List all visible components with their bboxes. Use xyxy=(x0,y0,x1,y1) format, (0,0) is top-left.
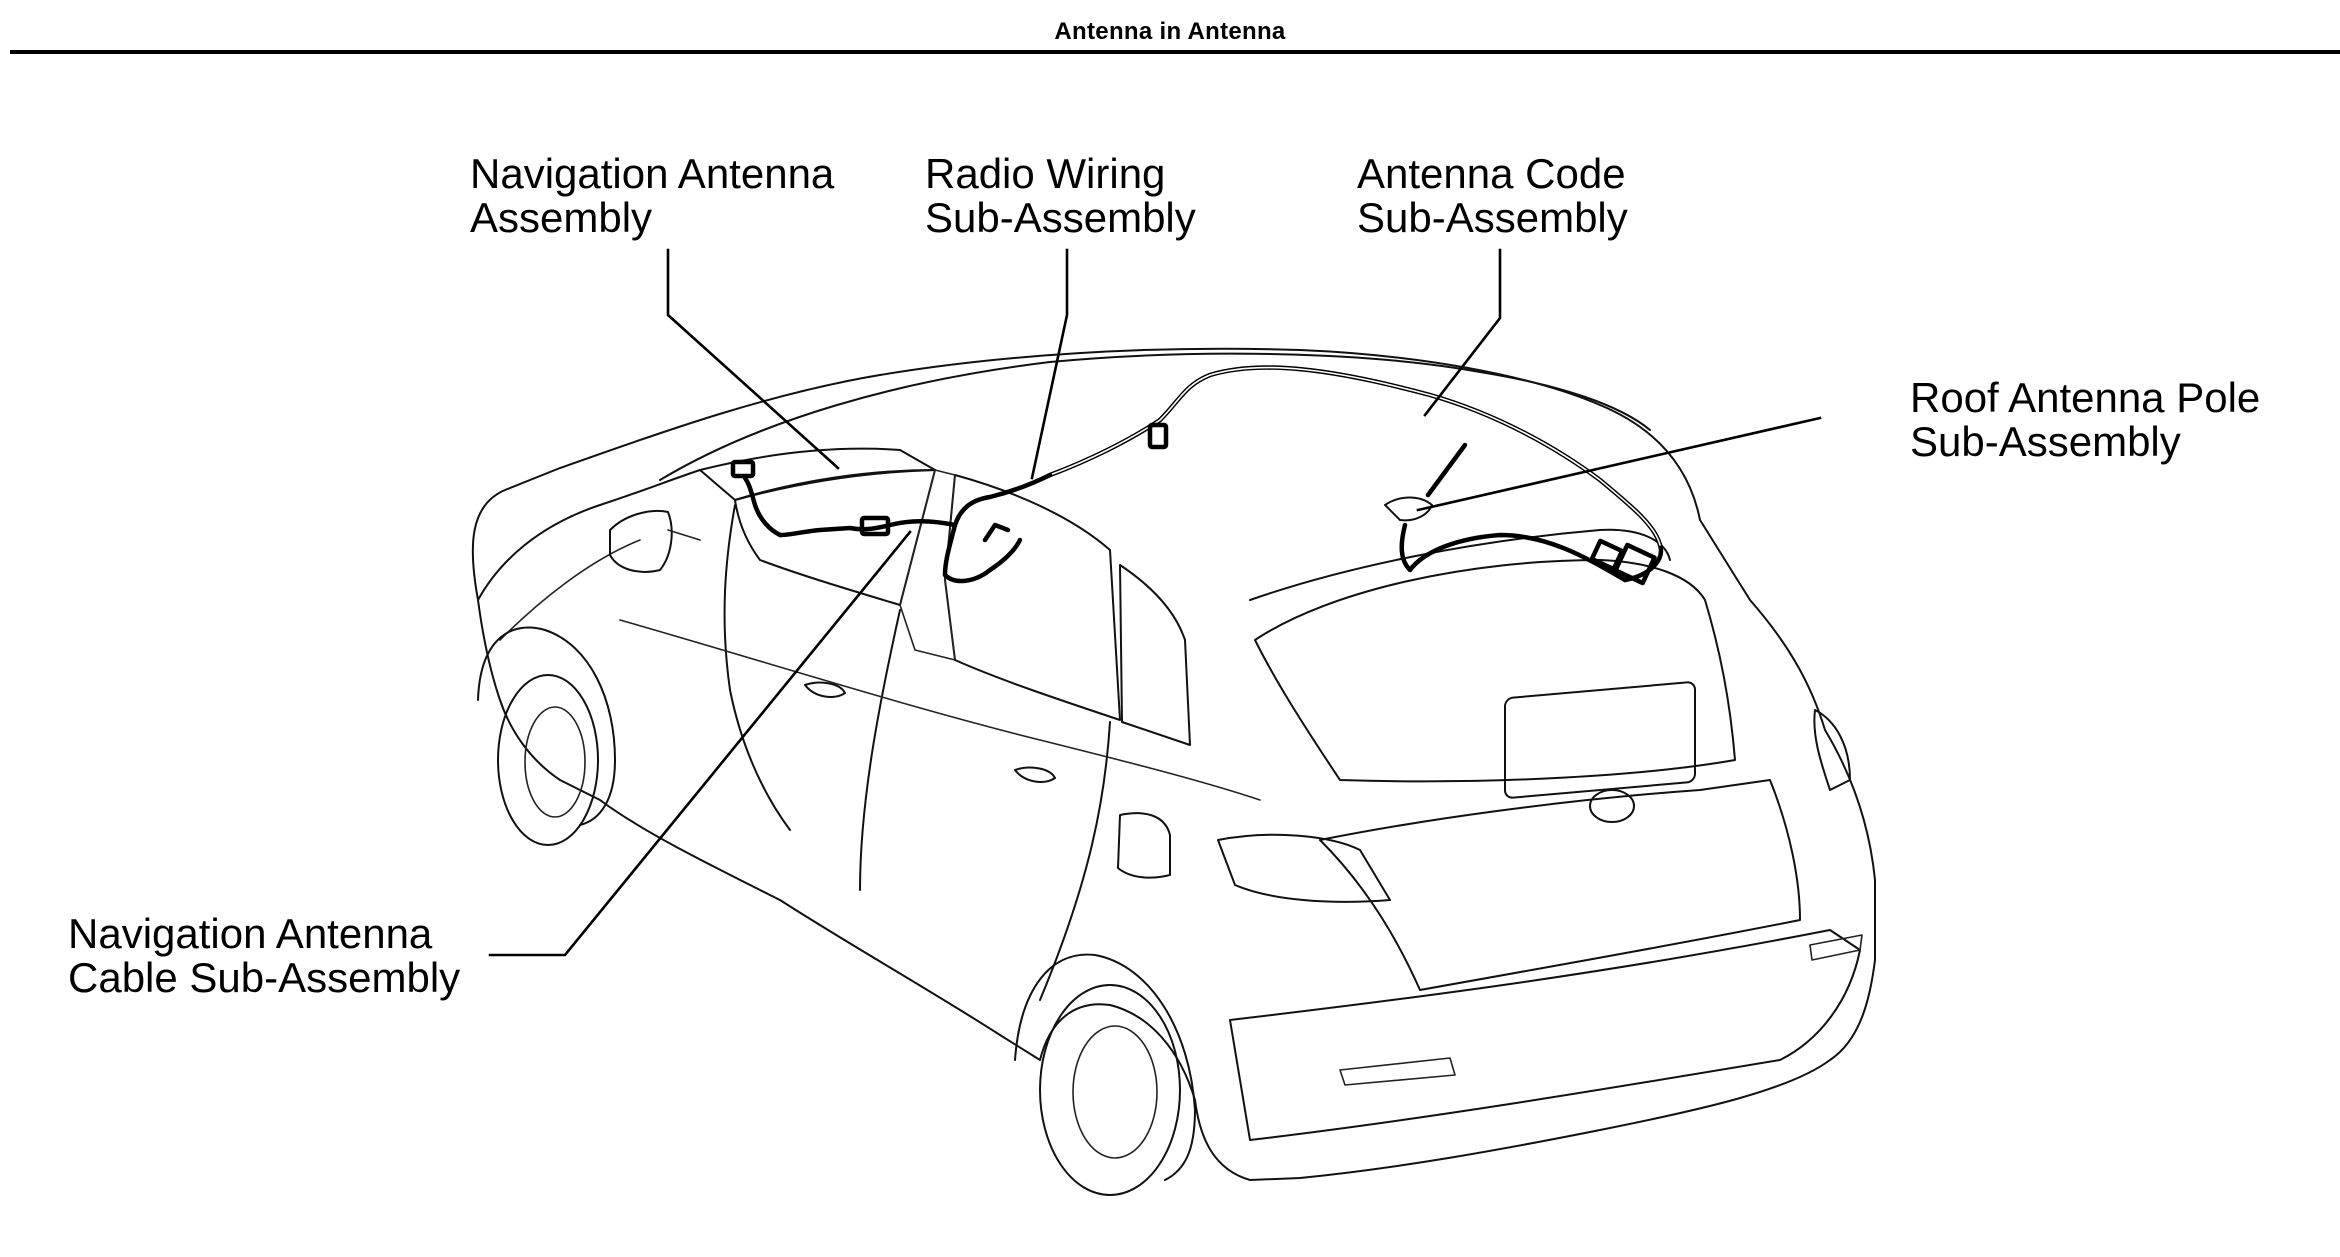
car-side-mirror xyxy=(609,509,673,573)
car-front-side-window xyxy=(734,469,936,606)
navigation-cable-connector xyxy=(859,515,891,537)
navigation-antenna-lead xyxy=(742,475,783,538)
car-body-outline xyxy=(471,347,1876,1181)
car-front-wheel xyxy=(497,674,599,846)
car-rear-emblem xyxy=(1589,789,1635,823)
car-front-wheel-arch xyxy=(477,626,616,826)
car-tail-light-right xyxy=(1813,709,1851,791)
car-rear-bumper xyxy=(1229,929,1861,1141)
car-tail-light-left xyxy=(1217,833,1391,903)
callout-radio-wiring-sub-assembly: Radio Wiring Sub-Assembly xyxy=(925,150,1196,241)
car-rear-reflector-right xyxy=(1809,934,1863,961)
antenna-pole-mast xyxy=(1425,442,1468,498)
navigation-antenna-cable xyxy=(777,519,958,538)
car-front-door-handle xyxy=(804,681,846,698)
car-rear-wheel-rim xyxy=(1072,1025,1158,1159)
leader-antenna-code-sub-assembly xyxy=(1423,248,1502,417)
leader-lines xyxy=(488,248,1822,957)
car-rear-door-seam-back xyxy=(1039,721,1111,1001)
leader-navigation-antenna-assembly xyxy=(666,248,840,470)
car-illustration xyxy=(471,347,1876,1196)
car-hood xyxy=(477,469,701,601)
roof-connector xyxy=(1147,422,1169,450)
car-front-wheel-rim xyxy=(524,706,586,818)
roof-antenna-pole xyxy=(1384,442,1468,522)
car-rear-window xyxy=(1254,559,1736,783)
car-license-plate xyxy=(1504,681,1696,799)
car-fuel-door xyxy=(1117,812,1171,879)
car-rear-side-window xyxy=(944,474,1121,721)
callout-navigation-antenna-assembly: Navigation Antenna Assembly xyxy=(470,150,846,241)
car-side-crease xyxy=(619,619,1261,801)
car-rear-wheel-arch xyxy=(1014,953,1196,1181)
car-roof-line xyxy=(659,352,1651,481)
car-rear-door-handle xyxy=(1014,766,1056,783)
car-rear-wheel xyxy=(1039,984,1181,1196)
antenna-pole-lead xyxy=(1399,522,1628,583)
car-tailgate xyxy=(1319,779,1801,991)
antenna-wiring xyxy=(730,365,1664,586)
callout-antenna-code-sub-assembly: Antenna Code Sub-Assembly xyxy=(1357,150,1637,241)
car-b-pillar xyxy=(899,469,956,661)
car-front-door-seam xyxy=(723,504,791,831)
car-rear-reflector-left xyxy=(1339,1057,1456,1086)
leader-navigation-antenna-cable-sub-assembly xyxy=(488,530,912,957)
callout-labels: Navigation Antenna Assembly Radio Wiring… xyxy=(68,150,2272,1001)
radio-wiring xyxy=(942,472,1053,584)
car-quarter-window xyxy=(1119,564,1191,746)
callout-navigation-antenna-cable-sub-assembly: Navigation Antenna Cable Sub-Assembly xyxy=(68,910,460,1001)
leader-radio-wiring-sub-assembly xyxy=(1030,248,1069,480)
car-hood-crease xyxy=(499,539,641,641)
car-side-mirror-stalk xyxy=(667,529,701,541)
navigation-antenna-body xyxy=(730,459,756,479)
antenna-pole-base xyxy=(1384,496,1433,522)
header-rule xyxy=(10,50,2340,54)
page-title: Antenna in Antenna xyxy=(1054,18,1286,45)
car-rear-door-seam xyxy=(859,609,901,891)
leader-roof-antenna-pole-sub-assembly xyxy=(1416,416,1822,512)
callout-roof-antenna-pole-sub-assembly: Roof Antenna Pole Sub-Assembly xyxy=(1910,374,2272,465)
